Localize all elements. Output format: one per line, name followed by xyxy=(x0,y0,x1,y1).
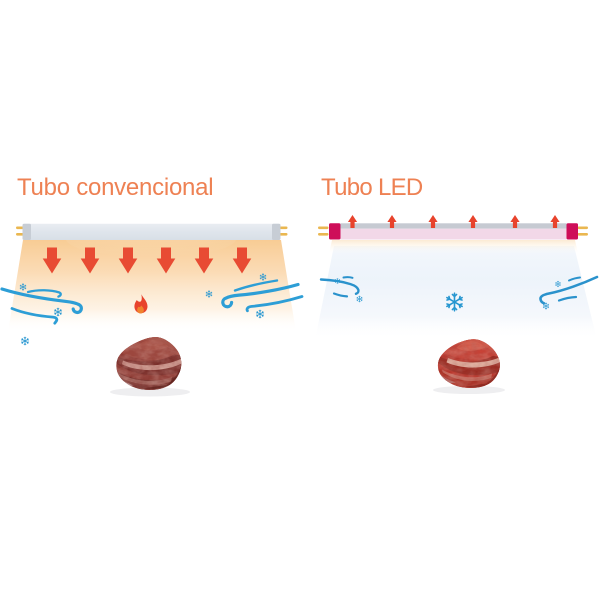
svg-text:Tubo LED: Tubo LED xyxy=(321,174,423,201)
svg-text:Tubo convencional: Tubo convencional xyxy=(17,174,213,201)
